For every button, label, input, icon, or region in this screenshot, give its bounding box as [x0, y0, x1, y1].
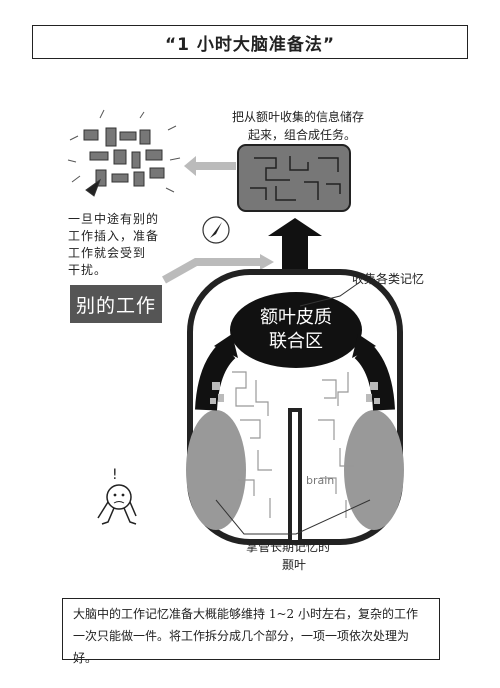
temporal-label-line1: 掌管长期记忆的	[246, 540, 331, 554]
exclaim-mark: !	[112, 467, 118, 483]
prefrontal-label-line1: 额叶皮质	[260, 307, 332, 328]
interrupt-note-line2: 工作插入，准备	[68, 229, 160, 243]
scattered-pieces	[83, 127, 165, 197]
summary-box: 大脑中的工作记忆准备大概能够维持 1~2 小时左右，复杂的工作一次只能做一件。将…	[62, 598, 440, 665]
dotted-arrow-interrupt	[162, 254, 274, 284]
scatter-lines	[67, 109, 181, 193]
collect-memory-label: 收集各类记忆	[352, 272, 425, 286]
caption-top-line1: 把从额叶收集的信息储存	[232, 110, 365, 124]
other-work-label: 别的工作	[70, 285, 162, 323]
title-box: “1 小时大脑准备法”	[32, 25, 468, 59]
pointer-lines	[215, 281, 371, 535]
summary-text: 大脑中的工作记忆准备大概能够维持 1~2 小时左右，复杂的工作一次只能做一件。将…	[73, 607, 418, 665]
caption-top-line2: 起来，组合成任务。	[248, 128, 357, 142]
temporal-label-line2: 颞叶	[282, 558, 307, 572]
left-collect-arrow	[195, 334, 238, 411]
dotted-arrow-left	[184, 156, 236, 176]
brain-folds	[232, 371, 354, 518]
interrupt-note-line1: 一旦中途有别的	[68, 212, 160, 226]
right-collect-arrow	[352, 334, 395, 411]
worried-character	[97, 484, 137, 525]
compass-icon	[202, 216, 230, 244]
interrupt-note-line3: 工作就会受到	[68, 246, 147, 260]
prefrontal-label-line2: 联合区	[269, 331, 323, 352]
brain-tag: brain	[306, 474, 335, 487]
brain-shape	[186, 269, 404, 545]
assembled-task-block	[237, 144, 351, 212]
interrupt-note-line4: 干扰。	[68, 263, 108, 277]
page-title: “1 小时大脑准备法”	[164, 34, 336, 55]
